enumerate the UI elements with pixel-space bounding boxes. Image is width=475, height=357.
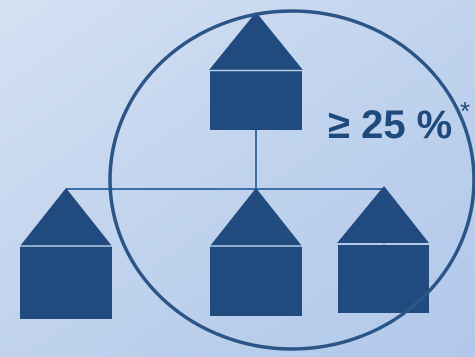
subsidiary-left-house-icon [20, 188, 112, 319]
subsidiary-left-body [20, 246, 112, 319]
ownership-threshold-circle [108, 9, 475, 351]
subsidiary-right-body [338, 245, 429, 313]
subsidiary-left-roof [20, 188, 112, 246]
threshold-label: ≥ 25 % [328, 103, 453, 147]
subsidiary-center-house-icon [210, 188, 302, 316]
parent-house-body [210, 71, 302, 130]
parent-entity-house-icon [209, 12, 303, 130]
footnote-marker: * [460, 96, 471, 126]
parent-house-roof [209, 12, 303, 70]
subsidiary-right-house-icon [337, 186, 429, 313]
subsidiary-right-roof [337, 186, 429, 243]
subsidiary-center-roof [210, 188, 302, 246]
subsidiary-center-body [210, 246, 302, 316]
